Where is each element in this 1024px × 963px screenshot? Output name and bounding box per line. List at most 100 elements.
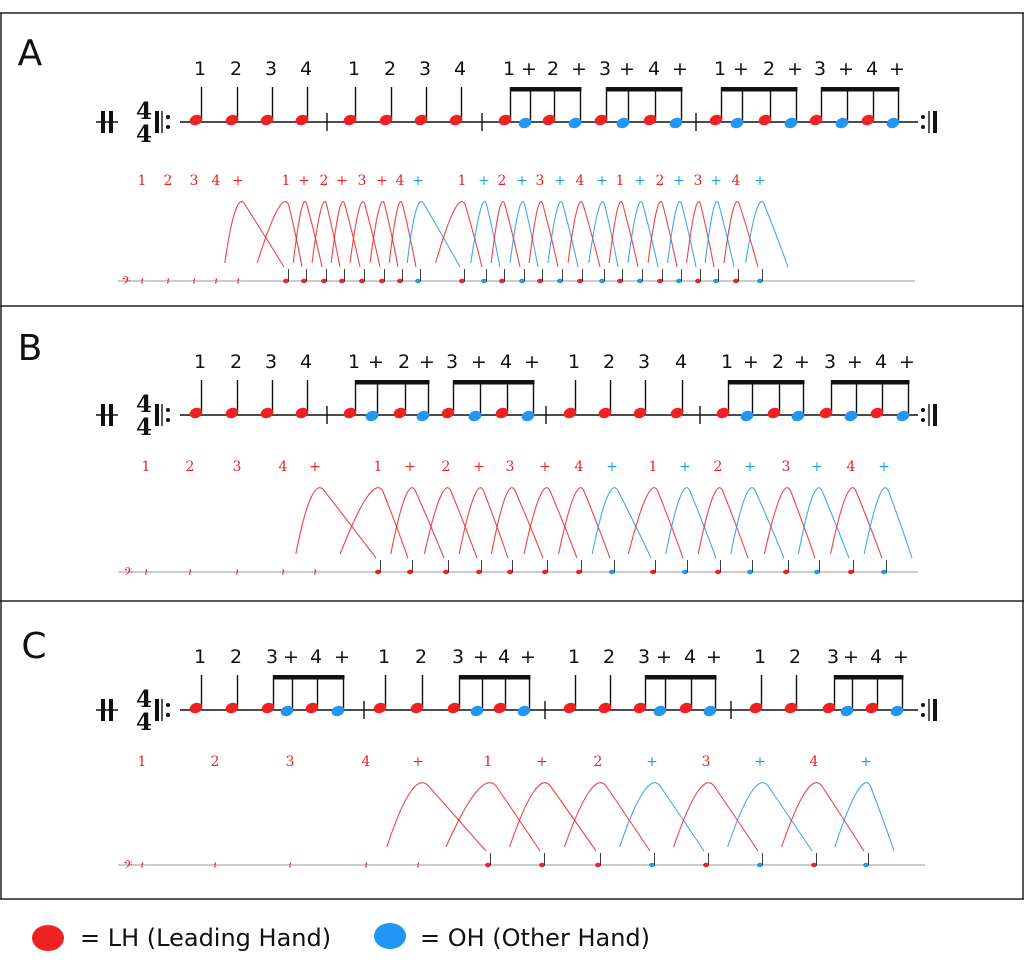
- count-label: +: [521, 58, 537, 80]
- arc-curve: [558, 487, 611, 559]
- arc-curve: [665, 487, 717, 559]
- small-note: [519, 278, 525, 284]
- small-note: [733, 278, 739, 284]
- small-note: [537, 278, 543, 284]
- small-note: [443, 569, 449, 575]
- count-label: +: [754, 754, 766, 770]
- note-head: [563, 702, 577, 714]
- legend-lh-dot: [32, 925, 64, 951]
- small-rest: 𝄽: [288, 859, 291, 872]
- note-head: [449, 114, 463, 126]
- arc-curve: [490, 487, 544, 559]
- note-head: [598, 702, 612, 714]
- arc-curve: [435, 201, 483, 268]
- small-note: [757, 862, 763, 868]
- note-head: [835, 117, 849, 129]
- count-label: +: [283, 646, 299, 668]
- arc-curve: [834, 782, 895, 852]
- note-head: [393, 407, 407, 419]
- count-label: 1: [503, 58, 515, 80]
- note-head: [709, 114, 723, 126]
- count-label: 3: [506, 459, 515, 475]
- small-note: [695, 278, 701, 284]
- count-label: 1: [348, 351, 360, 373]
- time-sig-top: 4: [136, 391, 152, 418]
- note-head: [447, 702, 461, 714]
- repeat-dot: [166, 115, 170, 119]
- small-rest: 𝄽: [214, 275, 217, 288]
- legend-oh-dot: [374, 923, 406, 949]
- small-rest: 𝄽: [144, 566, 147, 579]
- note-head: [670, 407, 684, 419]
- repeat-bar: [933, 699, 937, 721]
- count-label: 2: [789, 646, 801, 668]
- small-note: [459, 278, 465, 284]
- count-label: +: [596, 173, 608, 189]
- small-rest: 𝄽: [188, 566, 191, 579]
- panel-label: B: [18, 328, 43, 369]
- note-head: [669, 117, 683, 129]
- small-note: [339, 278, 345, 284]
- note-head: [280, 705, 294, 717]
- arc-curve: [673, 782, 759, 852]
- count-label: +: [419, 351, 435, 373]
- note-head: [840, 705, 854, 717]
- note-head: [225, 702, 239, 714]
- arc-curve: [509, 201, 539, 268]
- note-head: [563, 407, 577, 419]
- count-label: +: [706, 646, 722, 668]
- beam: [273, 675, 345, 680]
- count-label: +: [679, 459, 691, 475]
- small-note: [811, 862, 817, 868]
- arc-curve: [627, 487, 684, 559]
- count-label: 2: [656, 173, 665, 189]
- arc-curve: [723, 201, 759, 268]
- count-label: 3: [694, 173, 703, 189]
- count-label: +: [473, 459, 485, 475]
- note-head: [861, 114, 875, 126]
- arc-curve: [608, 201, 639, 268]
- note-head: [542, 114, 556, 126]
- count-label: +: [744, 459, 756, 475]
- count-label: +: [889, 58, 905, 80]
- count-label: 4: [300, 351, 312, 373]
- small-rest: 𝄽: [281, 566, 284, 579]
- beam: [721, 87, 798, 92]
- count-label: 1: [568, 351, 580, 373]
- count-label: 4: [575, 459, 584, 475]
- small-note: [637, 278, 643, 284]
- count-label: +: [619, 58, 635, 80]
- legend-oh-text: = OH (Other Hand): [420, 924, 650, 952]
- small-note: [757, 278, 763, 284]
- count-label: 3: [536, 173, 545, 189]
- note-head: [740, 410, 754, 422]
- note-head: [643, 114, 657, 126]
- count-label: 4: [875, 351, 887, 373]
- beam: [834, 675, 904, 680]
- small-note: [283, 278, 289, 284]
- small-note: [397, 278, 403, 284]
- arc-curve: [591, 487, 652, 559]
- count-label: 2: [230, 58, 242, 80]
- arc-curve: [369, 201, 399, 268]
- note-head: [493, 702, 507, 714]
- count-label: 3: [233, 459, 242, 475]
- count-label: 3: [446, 351, 458, 373]
- arc-curve: [292, 201, 323, 268]
- count-label: 4: [279, 459, 288, 475]
- count-label: 2: [211, 754, 220, 770]
- panel-label: A: [18, 33, 43, 74]
- note-head: [890, 705, 904, 717]
- count-label: 3: [265, 58, 277, 80]
- count-label: 4: [576, 173, 585, 189]
- small-note: [848, 569, 854, 575]
- note-head: [716, 407, 730, 419]
- beam: [728, 380, 805, 385]
- arc-curve: [730, 487, 785, 559]
- count-label: +: [412, 754, 424, 770]
- note-head: [468, 410, 482, 422]
- count-label: 2: [164, 173, 173, 189]
- note-head: [518, 117, 532, 129]
- note-head: [844, 410, 858, 422]
- arc-curve: [619, 782, 705, 852]
